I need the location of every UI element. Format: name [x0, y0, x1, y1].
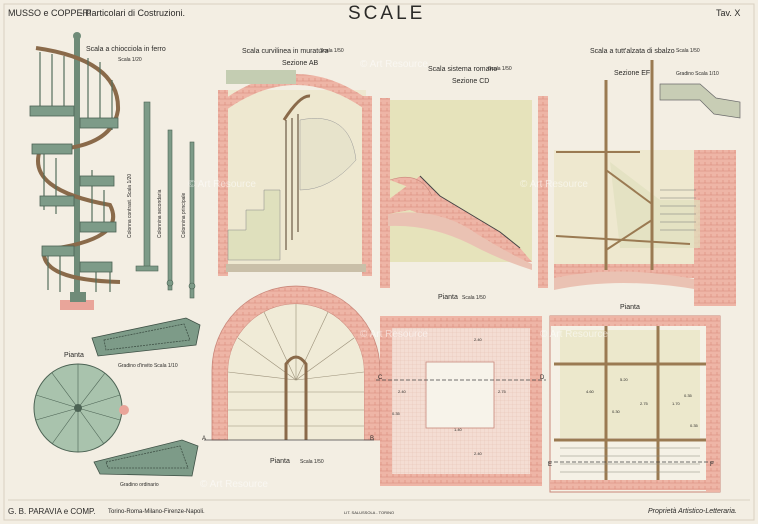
scaffold-step-label: Gradino Scala 1/10: [676, 71, 719, 77]
authors-label: MUSSO e COPPERI: [8, 8, 92, 18]
col-secondary-label: Colonnina secondaria: [157, 189, 163, 238]
masonry-title: Scala curvilinea in muratura: [242, 48, 329, 55]
dim-label: 5.20: [620, 377, 628, 382]
watermark: © Art Resource: [188, 179, 256, 190]
dim-label: 1.40: [454, 427, 462, 432]
watermark: © Art Resource: [360, 329, 428, 340]
pianta-spiral-label: Pianta: [64, 352, 84, 359]
step-details: [91, 317, 201, 477]
frame: [3, 3, 755, 521]
dim-label: 0.30: [612, 409, 620, 414]
roman-scale: Scala 1/50: [488, 66, 512, 72]
scaffold-scale: Scala 1/50: [676, 48, 700, 54]
col-contrast-label: Colonna contrast. Scala 1/20: [127, 173, 133, 238]
letter-c: C: [378, 375, 383, 381]
rights-label: Proprietà Artistico-Letteraria.: [648, 508, 737, 515]
iron-scale: Scala 1/20: [118, 57, 142, 63]
dim-label: 2.75: [640, 401, 648, 406]
ordinario-label: Gradino ordinario: [120, 482, 159, 488]
cantilever-section: [554, 60, 741, 306]
plate-number: Tav. X: [716, 8, 741, 18]
dim-label: 4.60: [586, 389, 594, 394]
letter-d: D: [540, 375, 545, 381]
letter-b: B: [370, 436, 375, 442]
publisher-label: G. B. PARAVIA e COMP.: [8, 507, 96, 516]
watermark: © Art Resource: [200, 479, 268, 490]
letter-f: F: [710, 462, 714, 468]
dim-label: 0.35: [392, 411, 400, 416]
columns-detail: [135, 101, 196, 299]
roman-section-label: Sezione CD: [452, 78, 490, 85]
scaffold-title: Scala a tutt'alzata di sbalzo: [590, 48, 675, 55]
roman-plan: [376, 316, 546, 486]
subtitle-label: - Particolari di Costruzioni.: [80, 8, 186, 18]
dim-label: 2.40: [474, 337, 482, 342]
pianta-masonry-scale: Scala 1/50: [300, 459, 324, 465]
dim-label: 2.40: [398, 389, 406, 394]
letter-a: A: [202, 436, 207, 442]
dim-label: 0.35: [690, 423, 698, 428]
scaffold-section-label: Sezione EF: [614, 70, 651, 77]
masonry-plan: [204, 285, 381, 441]
col-principal-label: Colonnina principale: [181, 192, 187, 238]
watermark: © Art Resource: [520, 179, 588, 190]
masonry-section: [218, 70, 372, 276]
letter-e: E: [548, 462, 553, 468]
pianta-scaffold-label: Pianta: [620, 304, 640, 311]
printer-label: LIT. SALUSSOLA - TORINO: [344, 510, 395, 515]
roman-section: [380, 96, 548, 288]
dim-label: 2.40: [474, 451, 482, 456]
cantilever-plan: [548, 315, 721, 493]
watermark: © Art Resource: [360, 59, 428, 70]
masonry-section-label: Sezione AB: [282, 60, 319, 67]
iron-title: Scala a chiocciola in ferro: [86, 46, 166, 53]
pianta-roman-scale: Scala 1/50: [462, 295, 486, 301]
spiral-stair-elevation: [29, 32, 121, 310]
dim-label: 1.70: [672, 401, 680, 406]
dim-label: 2.75: [498, 389, 506, 394]
spiral-plan: [33, 363, 129, 453]
publisher-cities: Torino-Roma-Milano-Firenze-Napoli.: [108, 509, 205, 515]
watermark: © Art Resource: [540, 329, 608, 340]
pianta-roman-label: Pianta: [438, 294, 458, 301]
plate-title: SCALE: [348, 3, 426, 24]
pianta-masonry-label: Pianta: [270, 458, 290, 465]
invito-label: Gradino d'invito Scala 1/10: [118, 363, 178, 369]
roman-title: Scala sistema romano: [428, 66, 498, 73]
masonry-scale: Scala 1/50: [320, 48, 344, 54]
dim-label: 0.35: [684, 393, 692, 398]
